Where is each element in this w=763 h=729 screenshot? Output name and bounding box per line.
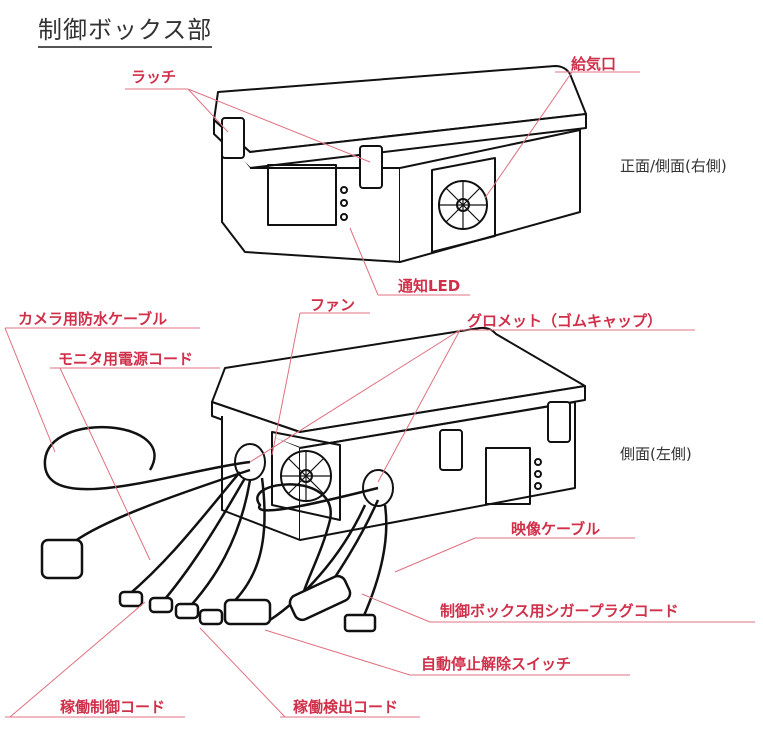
- label-air-intake: 給気口: [571, 55, 617, 73]
- label-cigar-plug: 制御ボックス用シガープラグコード: [440, 602, 679, 620]
- display-screen: [485, 447, 531, 505]
- label-camera-cable: カメラ用防水ケーブル: [18, 310, 168, 328]
- switch-icon: [223, 598, 272, 626]
- control-box-left-view: [211, 326, 586, 541]
- label-latch: ラッチ: [131, 68, 177, 86]
- cables: [40, 425, 388, 633]
- label-grommet: グロメット（ゴムキャップ）: [467, 312, 663, 330]
- latch-icon: [221, 117, 383, 189]
- air-intake-fan-icon: [431, 157, 496, 253]
- control-box-front-view: [213, 65, 587, 263]
- display-screen: [267, 164, 337, 226]
- label-operation-detect: 稼働検出コード: [293, 698, 399, 716]
- latch-icon: [439, 429, 463, 471]
- label-notify-led: 通知LED: [398, 277, 461, 295]
- leader-lines: [4, 71, 755, 718]
- led-icon: [340, 199, 348, 207]
- led-icon: [340, 213, 348, 221]
- page-title: 制御ボックス部: [38, 10, 213, 48]
- label-video-cable: 映像ケーブル: [511, 520, 601, 538]
- view-label-front-right: 正面/側面(右側): [620, 157, 727, 175]
- latch-icon: [547, 401, 571, 443]
- camera-connector-icon: [40, 538, 84, 580]
- led-icon: [340, 186, 348, 194]
- label-monitor-power: モニタ用電源コード: [58, 350, 194, 368]
- cigar-plug-icon: [288, 574, 352, 622]
- label-auto-stop-release: 自動停止解除スイッチ: [421, 655, 572, 673]
- fan-icon: [271, 431, 341, 521]
- label-operation-control: 稼働制御コード: [60, 698, 166, 716]
- view-label-left: 側面(左側): [620, 445, 692, 463]
- label-fan: ファン: [310, 296, 356, 314]
